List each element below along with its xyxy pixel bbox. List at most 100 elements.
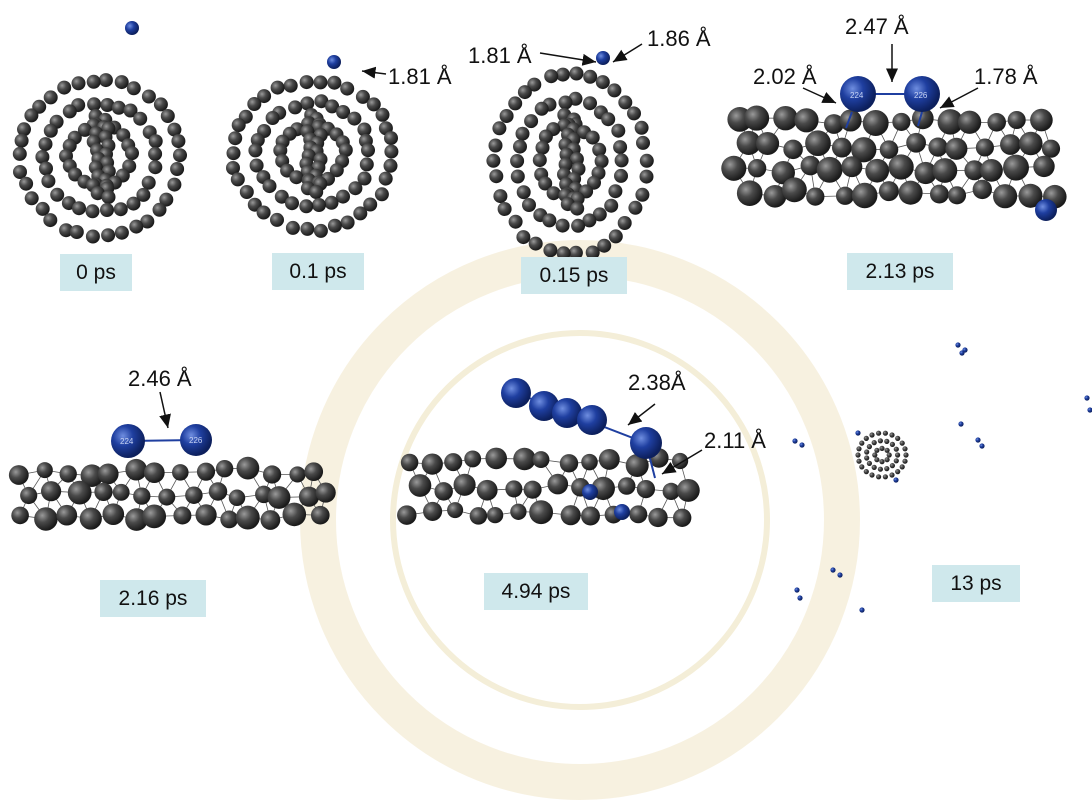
carbon-atom bbox=[529, 237, 543, 251]
distance-label: 2.47 Å bbox=[845, 14, 909, 40]
carbon-atom bbox=[867, 461, 872, 466]
carbon-atom bbox=[987, 113, 1006, 132]
carbon-atom bbox=[516, 230, 530, 244]
carbon-atom bbox=[874, 457, 879, 462]
arrow bbox=[160, 392, 168, 428]
distance-label: 1.78 Å bbox=[974, 64, 1038, 90]
carbon-atom bbox=[887, 452, 892, 457]
carbon-atom bbox=[524, 481, 542, 499]
carbon-atom bbox=[792, 438, 797, 443]
carbon-atom bbox=[1003, 155, 1029, 181]
carbon-atom bbox=[876, 431, 881, 436]
carbon-atom bbox=[884, 439, 889, 444]
carbon-atom bbox=[209, 482, 228, 501]
carbon-atom bbox=[852, 183, 877, 208]
carbon-atom bbox=[379, 172, 393, 186]
carbon-atom bbox=[609, 229, 623, 243]
carbon-atom bbox=[583, 96, 597, 110]
nanotube-cluster-0ps bbox=[13, 73, 187, 243]
carbon-atom bbox=[872, 465, 877, 470]
carbon-atom bbox=[979, 443, 984, 448]
carbon-atom bbox=[508, 96, 522, 110]
carbon-atom bbox=[39, 162, 53, 176]
carbon-atom bbox=[890, 442, 895, 447]
carbon-atom bbox=[599, 449, 620, 470]
carbon-atom bbox=[571, 219, 585, 233]
carbon-atom bbox=[933, 158, 958, 183]
carbon-atom bbox=[879, 446, 884, 451]
metal-atom bbox=[327, 55, 341, 69]
carbon-atom bbox=[115, 226, 129, 240]
carbon-atom bbox=[879, 459, 884, 464]
carbon-atom bbox=[859, 464, 864, 469]
carbon-atom bbox=[560, 454, 578, 472]
carbon-atom bbox=[227, 146, 241, 160]
carbon-atom bbox=[893, 477, 898, 482]
carbon-atom bbox=[353, 206, 367, 220]
carbon-atom bbox=[547, 474, 568, 495]
carbon-atom bbox=[148, 147, 162, 161]
carbon-atom bbox=[284, 79, 298, 93]
carbon-atom bbox=[892, 113, 910, 131]
carbon-atom bbox=[859, 607, 864, 612]
time-label: 4.94 ps bbox=[484, 573, 588, 610]
carbon-atom bbox=[57, 81, 71, 95]
carbon-atom bbox=[513, 140, 527, 154]
carbon-atom bbox=[889, 432, 894, 437]
time-label: 0.1 ps bbox=[272, 253, 364, 290]
carbon-atom bbox=[454, 474, 476, 496]
carbon-atom bbox=[888, 154, 913, 179]
carbon-atom bbox=[271, 81, 285, 95]
carbon-atom bbox=[360, 157, 374, 171]
carbon-atom bbox=[314, 75, 328, 89]
carbon-atom bbox=[799, 442, 804, 447]
carbon-atom bbox=[618, 95, 632, 109]
carbon-atom bbox=[607, 83, 621, 97]
carbon-atom bbox=[348, 181, 362, 195]
carbon-atom bbox=[586, 131, 600, 145]
carbon-atom bbox=[125, 459, 147, 481]
carbon-atom bbox=[99, 73, 113, 87]
atom-label: 226 bbox=[914, 91, 928, 100]
carbon-atom bbox=[13, 147, 27, 161]
carbon-atom bbox=[171, 134, 185, 148]
carbon-atom bbox=[288, 100, 302, 114]
distance-label: 1.81 Å bbox=[468, 43, 532, 69]
carbon-atom bbox=[836, 187, 854, 205]
carbon-atom bbox=[384, 145, 398, 159]
carbon-atom bbox=[533, 153, 547, 167]
carbon-atom bbox=[1084, 395, 1089, 400]
carbon-atom bbox=[556, 219, 570, 233]
carbon-atom bbox=[158, 489, 175, 506]
carbon-atom bbox=[856, 446, 861, 451]
carbon-atom bbox=[325, 196, 339, 210]
nanotube-cluster-0.15ps bbox=[486, 67, 653, 261]
carbon-atom bbox=[524, 114, 538, 128]
carbon-atom bbox=[855, 452, 860, 457]
carbon-atom bbox=[748, 159, 766, 177]
carbon-atom bbox=[63, 104, 77, 118]
carbon-atom bbox=[341, 216, 355, 230]
carbon-atom bbox=[794, 587, 799, 592]
carbon-atom bbox=[529, 500, 553, 524]
carbon-atom bbox=[486, 154, 500, 168]
carbon-atom bbox=[737, 180, 763, 206]
carbon-atom bbox=[876, 474, 881, 479]
carbon-atom bbox=[300, 222, 314, 236]
carbon-atom bbox=[581, 507, 600, 526]
carbon-atom bbox=[1000, 134, 1021, 155]
carbon-atom bbox=[975, 437, 980, 442]
carbon-atom bbox=[570, 202, 584, 216]
carbon-atom bbox=[133, 112, 147, 126]
carbon-atom bbox=[493, 189, 507, 203]
carbon-atom bbox=[883, 431, 888, 436]
carbon-atom bbox=[266, 111, 280, 125]
carbon-atom bbox=[867, 444, 872, 449]
carbon-atom bbox=[304, 462, 323, 481]
carbon-atom bbox=[544, 69, 558, 83]
carbon-atom bbox=[783, 140, 803, 160]
carbon-atom bbox=[608, 184, 622, 198]
time-label: 13 ps bbox=[932, 565, 1020, 602]
carbon-atom bbox=[167, 178, 181, 192]
carbon-atom bbox=[340, 82, 354, 96]
